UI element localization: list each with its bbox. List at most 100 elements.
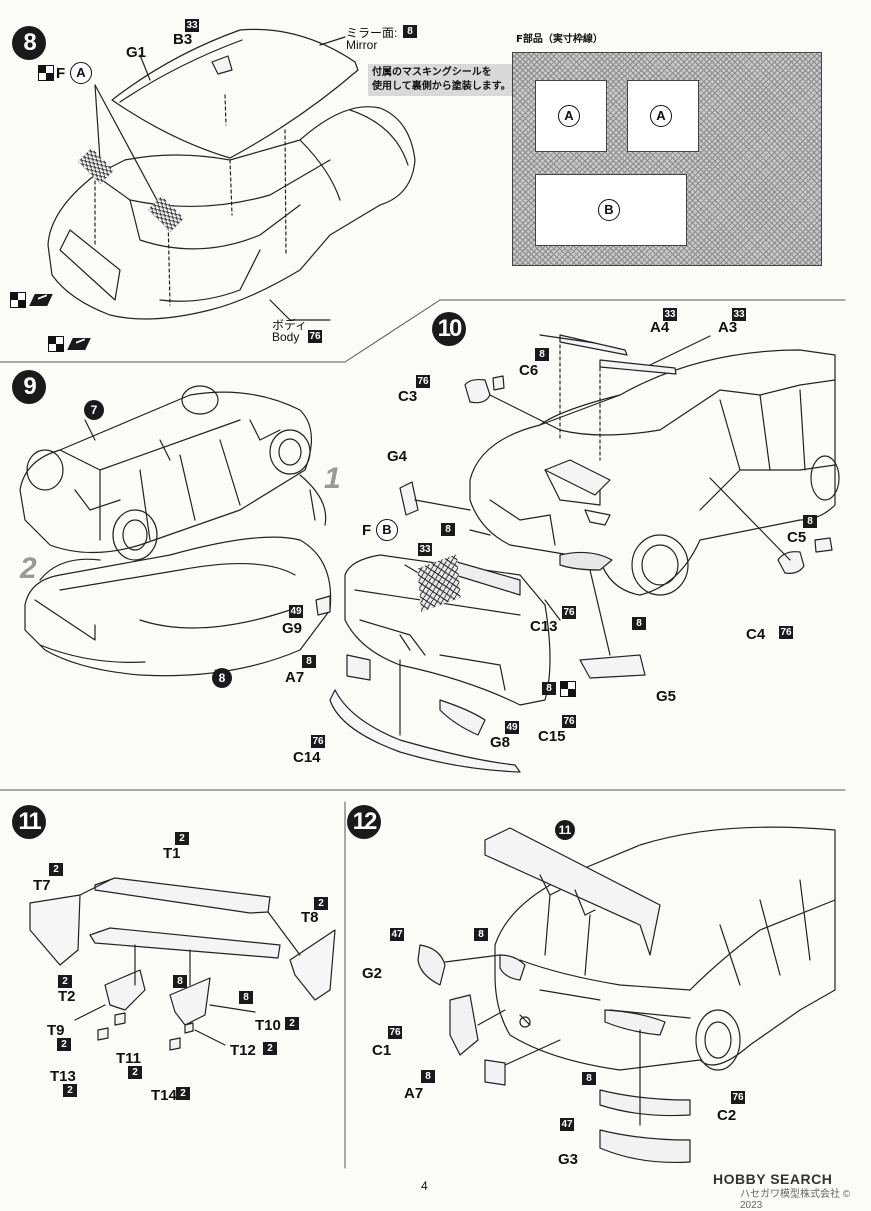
masking-note-line1: 付属のマスキングシールを (372, 67, 492, 78)
part-t2-label: T2 (58, 988, 76, 1005)
step8-f-circle: A (70, 62, 92, 84)
c15-color-code: 76 (562, 715, 576, 728)
part-c6-label: C6 (519, 362, 539, 379)
c5-color-code: 8 (803, 515, 817, 528)
fog-color-code: 8 (441, 523, 455, 536)
a4-color-code: 33 (663, 308, 677, 321)
part-t8-label: T8 (301, 909, 319, 926)
decal-sheet-frame (512, 52, 822, 266)
t13-color-code: 2 (63, 1084, 77, 1097)
part-c5-label: C5 (787, 529, 807, 546)
step9-number: 9 (12, 370, 46, 404)
decal-a1-letter: A (558, 105, 580, 127)
part-c1-label: C1 (372, 1042, 392, 1059)
step9-ref-bottom: 8 (212, 668, 232, 688)
b3-color-code: 33 (185, 19, 199, 32)
t9-color-code: 2 (57, 1038, 71, 1051)
c13-color-code: 76 (562, 606, 576, 619)
step8-number: 8 (12, 26, 46, 60)
g9-color-code: 49 (289, 605, 303, 618)
a3-color-code: 33 (732, 308, 746, 321)
body-color-code: 76 (308, 330, 322, 343)
part-c3-label: C3 (398, 388, 418, 405)
t12-color-code: 2 (263, 1042, 277, 1055)
mirror-color-code: 8 (403, 25, 417, 38)
tail-color-code: 8 (474, 928, 488, 941)
g8-color-code: 49 (505, 721, 519, 734)
c15-paint-color-code: 8 (542, 682, 556, 695)
step12-rear-drawing (417, 826, 836, 1164)
step8-f-label: F (56, 65, 66, 82)
part-g5-label: G5 (656, 688, 677, 705)
step8-body-drawing (47, 28, 416, 321)
part-g1-label: G1 (126, 44, 147, 61)
c1-color-code: 76 (388, 1026, 402, 1039)
step9-arrow-2: 2 (20, 552, 37, 585)
a7-rear-color-code: 8 (421, 1070, 435, 1083)
rear-color-code: 8 (582, 1072, 596, 1085)
part-c2-label: C2 (717, 1107, 737, 1124)
part-t14-label: T14 (151, 1087, 177, 1104)
c14-color-code: 76 (311, 735, 325, 748)
decal-b-letter: B (598, 199, 620, 221)
paint-flag-icon (10, 292, 26, 308)
part-a4-label: A4 (650, 319, 670, 336)
step9-ref-top: 7 (84, 400, 104, 420)
decal-piece-a2 (627, 80, 699, 152)
part-t13-label: T13 (50, 1068, 76, 1085)
decal-sheet-title: F部品（実寸枠線） (516, 34, 603, 45)
grille-color-code: 33 (418, 543, 432, 556)
body-jp: ボディ (272, 318, 308, 332)
part-g3-label: G3 (558, 1151, 579, 1168)
c3-color-code: 76 (416, 375, 430, 388)
watermark: HOBBY SEARCH (713, 1171, 833, 1187)
step12-ref: 11 (555, 820, 575, 840)
t14-color-code: 2 (176, 1087, 190, 1100)
part-g2-label: G2 (362, 965, 383, 982)
step11-number: 11 (12, 805, 46, 839)
mirror-face-jp: ミラー面: (346, 26, 398, 40)
part-t7-label: T7 (33, 877, 51, 894)
t8-color-code: 2 (314, 897, 328, 910)
part-b3-label: B3 (173, 31, 193, 48)
a7-front-color-code: 8 (302, 655, 316, 668)
paint-flag-icon (48, 336, 64, 352)
part-t11-label: T11 (116, 1050, 142, 1067)
c2-color-code: 76 (731, 1091, 745, 1104)
mirror-en: Mirror (346, 38, 378, 52)
step10-front-drawing (315, 334, 840, 773)
part-a7-front-label: A7 (285, 669, 305, 686)
g2-color-code: 47 (390, 928, 404, 941)
t10-color-code: 2 (285, 1017, 299, 1030)
part-t9-label: T9 (47, 1022, 65, 1039)
stay-right-color-code: 8 (239, 991, 253, 1004)
page-number: 4 (421, 1179, 428, 1193)
t11-color-code: 2 (128, 1066, 142, 1079)
decal-a2-letter: A (650, 105, 672, 127)
part-c15-label: C15 (538, 728, 566, 745)
step12-number: 12 (347, 805, 381, 839)
paint-flag-icon (38, 65, 54, 81)
step11-wing-drawing (29, 877, 336, 1051)
headlight-color-code: 8 (632, 617, 646, 630)
c4-color-code: 76 (779, 626, 793, 639)
t2-color-code: 2 (58, 975, 72, 988)
stay-left-color-code: 8 (173, 975, 187, 988)
step10-number: 10 (432, 312, 466, 346)
part-g9-label: G9 (282, 620, 303, 637)
part-c14-label: C14 (293, 749, 321, 766)
part-a3-label: A3 (718, 319, 738, 336)
part-g4-label: G4 (387, 448, 408, 465)
paint-flag-icon (560, 681, 576, 697)
masking-note-line2: 使用して裏側から塗装します。 (372, 81, 511, 92)
body-en: Body (272, 330, 300, 344)
copyright: ハセガワ模型株式会社 © 2023 (740, 1189, 851, 1211)
part-t10-label: T10 (255, 1017, 281, 1034)
part-t1-label: T1 (163, 845, 181, 862)
g3-color-code: 47 (560, 1118, 574, 1131)
masking-note: 付属のマスキングシールを 使用して裏側から塗装します。 (368, 64, 515, 96)
t7-color-code: 2 (49, 863, 63, 876)
c6-color-code: 8 (535, 348, 549, 361)
part-g8-label: G8 (490, 734, 511, 751)
